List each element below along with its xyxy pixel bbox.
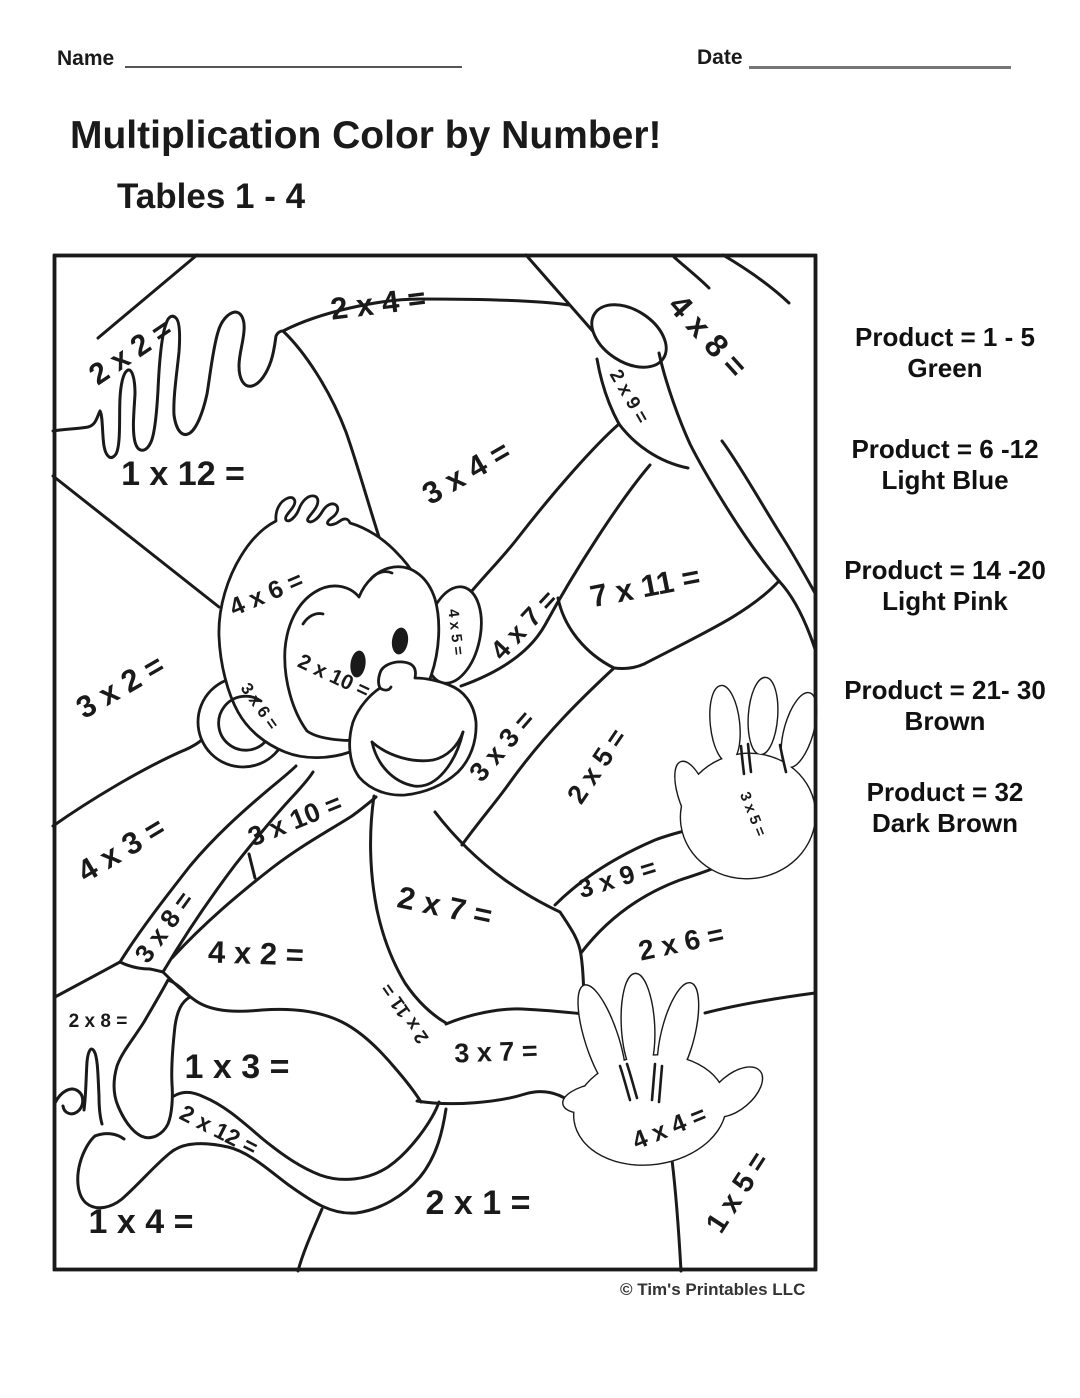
svg-text:2 x 9 =: 2 x 9 = xyxy=(605,366,653,427)
svg-text:2 x 8 =: 2 x 8 = xyxy=(69,1011,128,1032)
svg-text:1 x 3 =: 1 x 3 = xyxy=(185,1048,290,1086)
svg-text:2 x 6 =: 2 x 6 = xyxy=(636,918,727,966)
svg-text:3 x 7 =: 3 x 7 = xyxy=(454,1036,538,1069)
svg-text:4 x 7 =: 4 x 7 = xyxy=(485,584,564,665)
svg-text:4 x 3 =: 4 x 3 = xyxy=(71,810,171,889)
svg-text:3 x 4 =: 3 x 4 = xyxy=(416,433,516,511)
svg-text:1 x 5 =: 1 x 5 = xyxy=(700,1146,776,1238)
svg-text:2 x 11 =: 2 x 11 = xyxy=(377,979,433,1047)
svg-text:2 x 2 =: 2 x 2 = xyxy=(83,313,178,392)
svg-text:2 x 12 =: 2 x 12 = xyxy=(176,1099,262,1160)
svg-text:3 x 2 =: 3 x 2 = xyxy=(70,647,170,725)
svg-text:2 x 1 =: 2 x 1 = xyxy=(426,1184,531,1222)
svg-text:2 x 7 =: 2 x 7 = xyxy=(394,879,495,933)
svg-text:7 x 11 =: 7 x 11 = xyxy=(587,559,703,615)
svg-text:4 x 8 =: 4 x 8 = xyxy=(662,287,755,384)
svg-text:2 x 5 =: 2 x 5 = xyxy=(561,723,632,809)
svg-text:1 x 4 =: 1 x 4 = xyxy=(89,1203,194,1241)
svg-text:4 x 5 =: 4 x 5 = xyxy=(444,608,467,656)
svg-text:1 x 12 =: 1 x 12 = xyxy=(121,455,245,493)
svg-text:4 x 2 =: 4 x 2 = xyxy=(208,934,305,972)
svg-text:2 x 4 =: 2 x 4 = xyxy=(328,280,427,326)
